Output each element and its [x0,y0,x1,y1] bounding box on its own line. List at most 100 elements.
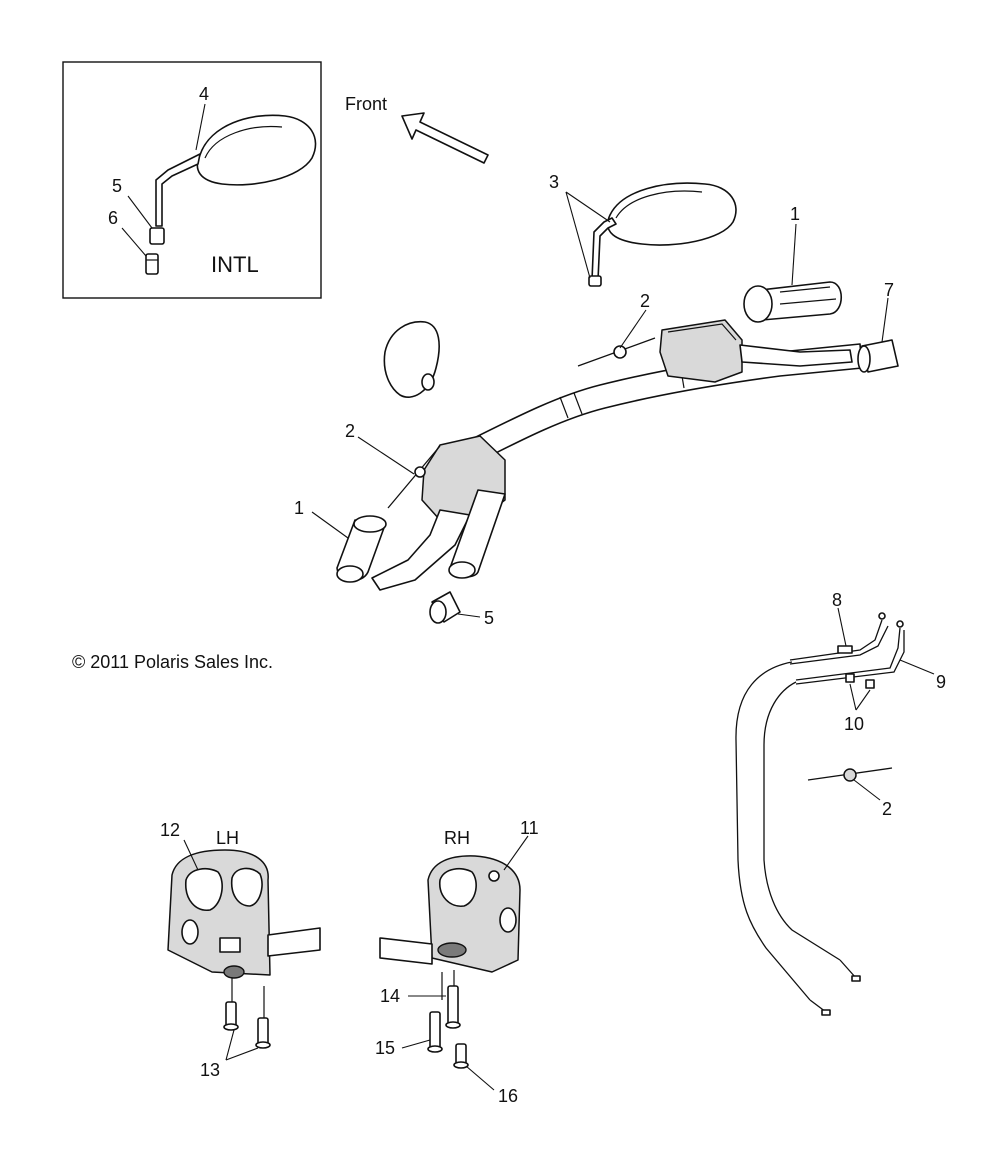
clip-10-b [865,679,875,689]
rh-switch-button [439,867,477,907]
cable-end-b [839,959,857,979]
callout-12: 12 [160,820,180,840]
lh-screw-b-head [255,1041,271,1049]
callout-5-bottom: 5 [484,608,494,628]
callout-14: 14 [380,986,400,1006]
rh-switch-wire [379,937,433,965]
lh-switch-button-b [230,867,263,907]
intl-mirror-stem [155,153,201,227]
intl-adapter-part-5 [149,227,165,245]
callout-5-inset: 5 [112,176,122,196]
throttle-cables: 8 9 10 2 [735,590,946,1016]
leader-1-right [791,223,797,286]
rh-screw-15 [429,1011,441,1049]
callout-4: 4 [199,84,209,104]
cable-8-lower [789,625,889,665]
lh-screw-a [225,1001,237,1027]
lh-switch-button-a [185,867,223,911]
intl-mirror-head [196,114,317,186]
right-brake-lever [739,344,853,367]
right-grip: 1 [743,204,843,323]
copyright-text: © 2011 Polaris Sales Inc. [72,652,273,672]
inset-frame [62,61,322,299]
mirror-bolt [588,275,602,287]
leader-6 [121,227,147,257]
bar-end-7-face [857,345,871,373]
leader-11 [503,835,529,871]
leader-7 [881,297,889,343]
rh-switch-knob [488,870,500,882]
grip-rib-b [779,298,837,305]
leader-10b [855,689,871,711]
cable-tie-mid: 2 [345,421,441,509]
callout-7: 7 [884,280,894,300]
leader-13a [225,1029,235,1061]
cable-9-end [896,620,904,628]
leader-9 [899,659,935,675]
leader-10a [849,683,857,711]
front-label: Front [345,94,387,114]
leader-2-mid [357,436,415,475]
callout-1-left: 1 [294,498,304,518]
cable-9-upper [795,627,901,681]
callout-10: 10 [844,714,864,734]
leader-8 [837,607,847,647]
intl-label: INTL [211,252,259,277]
left-grip-flange [353,515,387,533]
lh-screw-a-head [223,1023,239,1031]
cable-tie-mid-head [414,466,426,478]
cable-8-end [878,612,886,620]
callout-8: 8 [832,590,842,610]
callout-1-right: 1 [790,204,800,224]
cable-tie-mid-strap [387,445,441,509]
lh-label: LH [216,828,239,848]
cable-tie-right-head [843,768,857,782]
rh-screw-14 [447,985,459,1025]
callout-2-mid: 2 [345,421,355,441]
leader-1-left [311,511,349,539]
right-grip-flange [743,285,773,323]
leader-2-top [619,309,647,349]
cable-tie-top-head [613,345,627,359]
callout-15: 15 [375,1038,395,1058]
rh-switch-assembly: RH 11 14 15 16 [375,818,539,1106]
cable-loop-outer [735,661,811,1001]
leader-2-right [853,779,881,801]
intl-inset: 4 5 6 INTL [62,61,322,299]
mirror-rim [615,190,703,219]
left-clutch-lever [371,509,471,591]
cable-8-upper [789,619,883,661]
master-cylinder-lid [667,323,737,341]
bar-mark-b [573,392,583,415]
lh-switch-rocker [223,965,245,979]
rh-screw-16-head [453,1061,469,1069]
lh-switch-assembly: 12 LH 13 [160,820,321,1080]
cable-tie-top: 2 [577,291,656,367]
right-master-cylinder [659,319,743,383]
left-grip-end [336,565,364,583]
lh-switch-wire [267,927,321,957]
rh-screw-15-head [427,1045,443,1053]
leader-13b [225,1047,259,1061]
leader-12 [183,839,199,871]
lh-bar-bore [181,919,199,945]
callout-3: 3 [549,172,559,192]
leader-16 [465,1065,495,1091]
leader-3b [565,191,611,223]
rh-switch-rocker [437,942,467,958]
rh-bar-bore [499,907,517,933]
callout-2-right: 2 [882,799,892,819]
bar-end-weight-right: 7 [857,280,899,373]
grip-rib-a [779,286,831,293]
leader-15 [401,1039,431,1049]
callout-13: 13 [200,1060,220,1080]
cable-end-a-tip [821,1009,831,1016]
intl-mirror-rim [204,125,283,159]
handlebar-assembly [371,319,863,591]
lh-screw-b [257,1017,269,1045]
callout-11: 11 [520,818,539,838]
cable-8-ferrule [837,645,853,654]
cable-9-lower [795,630,905,685]
leader-3a [565,191,591,279]
